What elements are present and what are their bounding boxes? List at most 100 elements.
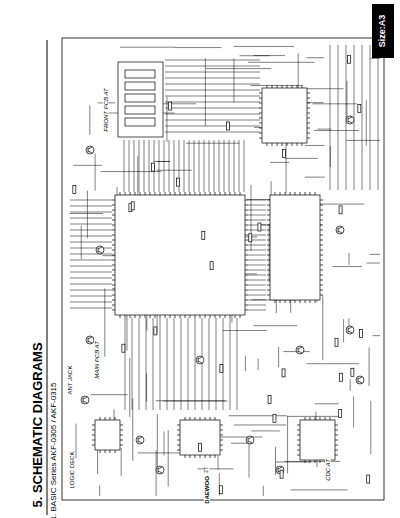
wire xyxy=(87,191,88,239)
bus-wire xyxy=(70,212,112,213)
bus-wire xyxy=(378,45,379,190)
bus-wire xyxy=(70,206,112,207)
ic-pin xyxy=(267,220,270,221)
bus-wire xyxy=(70,284,112,285)
display-digit xyxy=(125,106,155,114)
bus-wire xyxy=(70,236,112,237)
bus-wire xyxy=(70,230,112,231)
ic-pin xyxy=(120,425,123,426)
wire xyxy=(166,97,167,142)
transistor-symbol xyxy=(346,326,354,334)
ic-pin xyxy=(140,315,141,318)
wire xyxy=(370,254,380,255)
bus-wire xyxy=(189,140,190,192)
ic-pin xyxy=(302,85,303,88)
ic-pin xyxy=(320,225,323,226)
ic-pin xyxy=(320,280,323,281)
ic-pin xyxy=(320,417,321,420)
ic-pin xyxy=(205,192,206,195)
transistor-symbol xyxy=(296,346,304,354)
ic-pin xyxy=(150,315,151,318)
ic-pin xyxy=(245,230,248,231)
ic-pin xyxy=(155,315,156,318)
wire xyxy=(287,416,288,474)
transistor-lead xyxy=(248,437,252,439)
ic-chip xyxy=(95,420,120,450)
wire xyxy=(343,319,344,342)
ic-pin xyxy=(120,192,121,195)
bus-wire xyxy=(209,140,210,192)
ic-pin xyxy=(112,200,115,201)
bus-wire xyxy=(214,140,215,192)
ic-pin xyxy=(320,230,323,231)
resistor-symbol xyxy=(73,186,76,194)
bus-wire xyxy=(70,308,112,309)
bus-wire xyxy=(354,45,355,190)
resistor-symbol xyxy=(219,486,222,494)
wire xyxy=(251,430,279,431)
wire xyxy=(164,431,165,455)
transistor-lead xyxy=(138,441,142,443)
ic-pin xyxy=(130,192,131,195)
ic-pin xyxy=(320,240,323,241)
bus-wire xyxy=(204,140,205,192)
bus-wire xyxy=(248,215,266,216)
ic-pin xyxy=(240,192,241,195)
ic-pin xyxy=(160,192,161,195)
ic-pin xyxy=(230,192,231,195)
ic-pin xyxy=(130,315,131,318)
ic-pin xyxy=(120,445,123,446)
ic-pin xyxy=(215,455,216,458)
ic-pin xyxy=(305,192,306,195)
ic-pin xyxy=(320,205,323,206)
bus-wire xyxy=(70,200,112,201)
bus-wire xyxy=(70,296,112,297)
ic-pin xyxy=(277,143,278,146)
ic-pin xyxy=(267,280,270,281)
ic-pin xyxy=(259,108,262,109)
bus-wire xyxy=(248,205,266,206)
resistor-symbol xyxy=(340,373,343,381)
ic-pin xyxy=(235,315,236,318)
wire xyxy=(129,358,130,417)
ic-pin xyxy=(112,215,115,216)
ic-pin xyxy=(267,295,270,296)
wire xyxy=(132,398,133,460)
ic-pin xyxy=(112,275,115,276)
bus-wire xyxy=(125,318,126,410)
ic-pin xyxy=(267,235,270,236)
ic-pin xyxy=(112,260,115,261)
bus-wire xyxy=(70,272,112,273)
bus-wire xyxy=(165,132,260,133)
wire xyxy=(373,335,380,336)
bus-wire xyxy=(195,318,196,410)
ic-pin xyxy=(320,245,323,246)
bus-wire xyxy=(70,266,112,267)
resistor-symbol xyxy=(282,369,285,377)
resistor-symbol xyxy=(258,223,261,231)
ic-chip xyxy=(270,195,320,300)
wire xyxy=(205,58,206,126)
transistor-lead xyxy=(158,471,162,473)
bus-wire xyxy=(230,318,231,410)
ic-pin xyxy=(195,315,196,318)
wire xyxy=(366,263,380,264)
ic-pin xyxy=(245,225,248,226)
ic-pin xyxy=(330,417,331,420)
wire xyxy=(307,57,325,58)
ic-pin xyxy=(245,270,248,271)
wire xyxy=(249,442,250,477)
ic-pin xyxy=(307,108,310,109)
transistor-base xyxy=(298,348,299,353)
bus-wire xyxy=(159,140,160,192)
ic-pin xyxy=(190,192,191,195)
bus-wire xyxy=(248,265,266,266)
ic-pin xyxy=(259,113,262,114)
title-rule xyxy=(47,40,48,515)
resistor-symbol xyxy=(351,368,354,376)
ic-pin xyxy=(320,295,323,296)
bus-wire xyxy=(70,218,112,219)
ic-pin xyxy=(297,445,300,446)
transistor-base xyxy=(338,228,339,233)
